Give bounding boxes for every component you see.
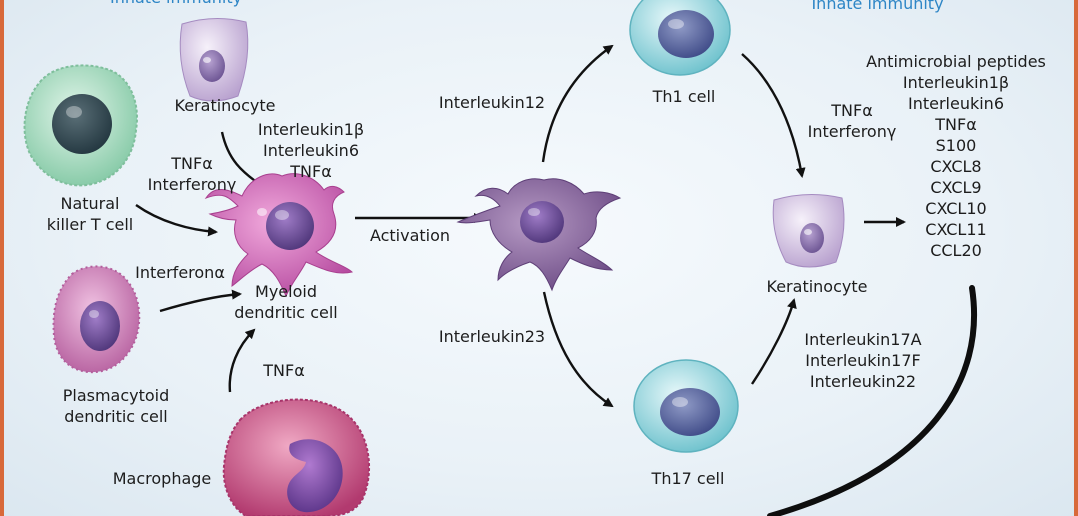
th17-cell (633, 359, 739, 453)
macrophage-cell (222, 398, 371, 516)
arrows (135, 44, 906, 408)
myeloid-dendritic-cell (204, 173, 353, 298)
label-tnf-interferon-nkt: TNFα Interferonγ (147, 154, 237, 194)
label-tnf-interferon-th1: TNFα Interferonγ (807, 101, 897, 141)
header-innate-immunity-left: Innate immunity (110, 0, 270, 8)
label-plasmacytoid-dendritic-cell: Plasmacytoid dendritic cell (62, 386, 170, 426)
arrow-to-th17 (542, 291, 614, 408)
label-th1-cell: Th1 cell (652, 87, 716, 106)
keratinocyte-right-cell (772, 193, 845, 268)
label-tnf-macrophage: TNFα (263, 361, 305, 380)
arrow-nkt-to-mdc (135, 204, 218, 237)
arrow-th17-to-keratinocyte (751, 298, 797, 385)
label-macrophage: Macrophage (112, 469, 212, 488)
label-natural-killer-t-cell: Natural killer T cell (46, 194, 134, 234)
label-interleukin23: Interleukin23 (438, 327, 546, 346)
label-cytokines-keratinocyte: Interleukin1β Interleukin6 TNFα (257, 120, 365, 181)
keratinocyte-left-cell (179, 17, 249, 102)
arrow-to-th1 (541, 44, 614, 163)
label-activation: Activation (369, 226, 451, 245)
label-keratinocyte-left: Keratinocyte (174, 96, 276, 115)
label-keratinocyte-right: Keratinocyte (766, 277, 868, 296)
th1-cell (629, 0, 731, 76)
natural-killer-t-cell (23, 64, 138, 187)
activated-dendritic-cell (456, 178, 622, 292)
label-interleukins-th17: Interleukin17A Interleukin17F Interleuki… (804, 330, 922, 391)
feedback-curve (767, 285, 978, 516)
plasmacytoid-dendritic-cell (52, 265, 141, 374)
arrow-th1-to-keratinocyte (741, 53, 806, 178)
frame-right-border (1074, 0, 1078, 516)
header-innate-immunity-right: Innate immunity (811, 0, 944, 13)
arrow-pdc-to-mdc (159, 289, 242, 313)
label-th17-cell: Th17 cell (651, 469, 725, 488)
frame-left-border (0, 0, 4, 516)
label-keratinocyte-products: Antimicrobial peptides Interleukin1β Int… (866, 52, 1046, 260)
arrow-macrophage-to-mdc (228, 328, 256, 393)
label-interleukin12: Interleukin12 (438, 93, 546, 112)
label-myeloid-dendritic-cell: Myeloid dendritic cell (234, 282, 338, 322)
label-interferon-alpha: Interferonα (135, 263, 225, 282)
